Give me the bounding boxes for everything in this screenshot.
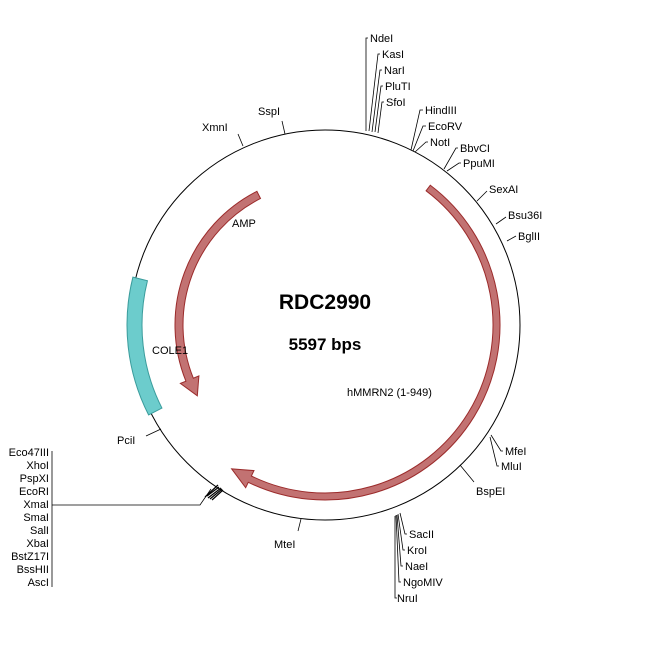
site-xhoi: XhoI [26,460,49,472]
site-bsshii: BssHII [17,564,49,576]
site-mlui: MluI [501,461,522,473]
site-ndei: NdeI [370,33,393,45]
site-eco47iii: Eco47III [9,447,49,459]
site-sacii: SacII [409,529,434,541]
site-bspei: BspEI [476,486,505,498]
site-kroi: KroI [407,545,427,557]
site-pspxi: PspXI [20,473,49,485]
site-ppumi: PpuMI [463,158,495,170]
site-pcii: PciI [117,435,135,447]
site-ecori: EcoRI [19,486,49,498]
site-nrui: NruI [397,593,418,605]
site-nari: NarI [384,65,405,77]
site-xbai: XbaI [26,538,49,550]
site-mfei: MfeI [505,446,526,458]
site-ecorv: EcoRV [428,121,463,133]
site-xmni: XmnI [202,122,228,134]
plasmid-size: 5597 bps [289,335,362,354]
restriction-site-labels: NdeI KasI NarI PluTI SfoI HindIII EcoRV … [9,33,543,605]
site-noti: NotI [430,137,450,149]
amp-feature[interactable] [174,190,262,397]
site-bstz17i: BstZ17I [11,551,49,563]
plasmid-backbone [129,129,521,521]
site-ngomiv: NgoMIV [403,577,443,589]
site-hindiii: HindIII [425,105,457,117]
site-bbvci: BbvCI [460,143,490,155]
cole1-label: COLE1 [152,345,188,357]
site-sspi: SspI [258,106,280,118]
amp-label: AMP [232,218,256,230]
site-sali: SalI [30,525,49,537]
site-sexai: SexAI [489,184,518,196]
hmmrn2-feature[interactable] [230,184,501,501]
plasmid-name: RDC2990 [279,291,371,314]
site-mtei: MteI [274,539,295,551]
site-smai: SmaI [23,512,49,524]
site-naei: NaeI [405,561,428,573]
site-bglii: BglII [518,231,540,243]
site-pluti: PluTI [385,81,411,93]
site-sfoi: SfoI [386,97,406,109]
site-xmai: XmaI [23,499,49,511]
hmmrn2-label: hMMRN2 (1-949) [347,387,432,399]
site-bsu36i: Bsu36I [508,210,542,222]
cole1-feature[interactable] [126,276,163,416]
left-cluster-ticks [204,484,224,501]
site-kasi: KasI [382,49,404,61]
site-asci: AscI [28,577,49,589]
